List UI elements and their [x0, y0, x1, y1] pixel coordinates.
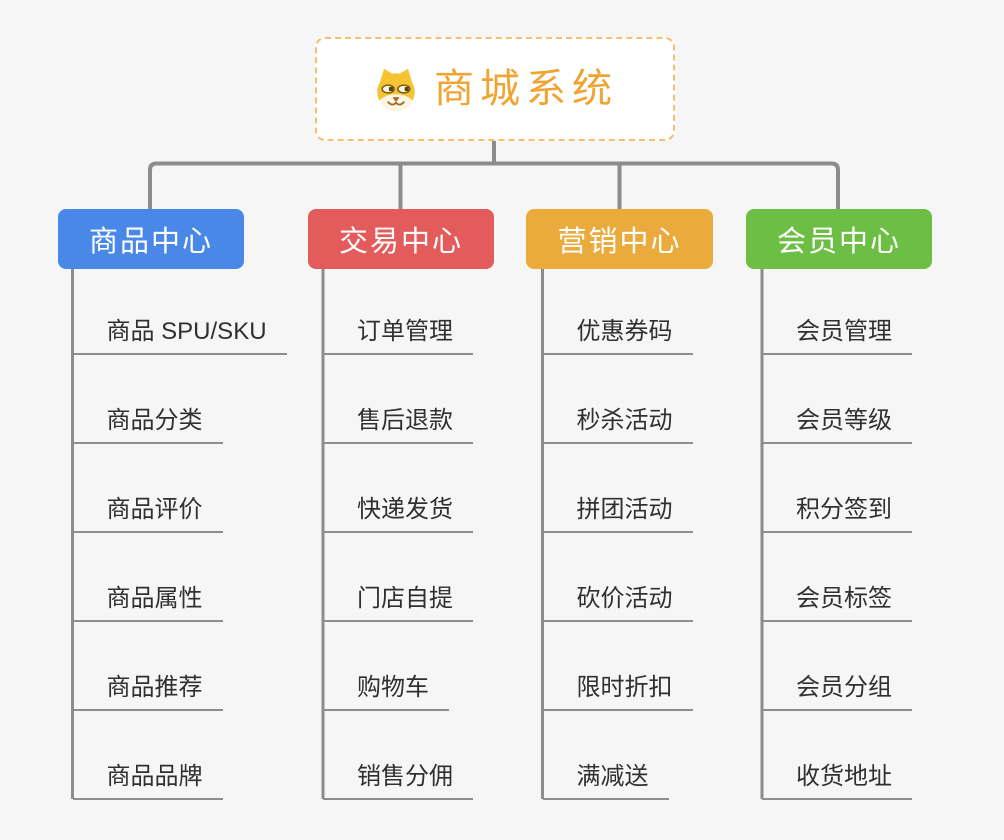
leaf-topic[interactable]: 销售分佣	[323, 760, 473, 800]
branch-topic-trade-center[interactable]: 交易中心	[308, 209, 494, 269]
leaf-topic[interactable]: 限时折扣	[542, 671, 693, 711]
leaf-topic[interactable]: 商品属性	[72, 582, 223, 622]
leaf-topic[interactable]: 商品评价	[72, 493, 223, 533]
leaf-topic[interactable]: 商品品牌	[72, 760, 223, 800]
leaf-topic[interactable]: 收货地址	[762, 760, 912, 800]
leaf-topic[interactable]: 快递发货	[323, 493, 473, 533]
leaf-topic[interactable]: 优惠券码	[542, 315, 693, 355]
root-topic[interactable]: 商城系统	[315, 37, 675, 141]
leaf-topic[interactable]: 满减送	[542, 760, 669, 800]
leaf-topic[interactable]: 商品分类	[72, 404, 223, 444]
leaf-topic[interactable]: 商品推荐	[72, 671, 223, 711]
leaf-topic[interactable]: 订单管理	[323, 315, 473, 355]
root-topic-title: 商城系统	[434, 67, 618, 111]
leaf-topic[interactable]: 拼团活动	[542, 493, 693, 533]
branch-topic-product-center[interactable]: 商品中心	[58, 209, 244, 269]
leaf-topic[interactable]: 会员等级	[762, 404, 912, 444]
leaf-topic[interactable]: 积分签到	[762, 493, 912, 533]
leaf-topic[interactable]: 砍价活动	[542, 582, 693, 622]
leaf-topic[interactable]: 售后退款	[323, 404, 473, 444]
dog-face-icon	[377, 68, 415, 111]
branch-topic-marketing-center[interactable]: 营销中心	[526, 209, 713, 269]
leaf-topic[interactable]: 会员管理	[762, 315, 912, 355]
leaf-topic[interactable]: 购物车	[323, 671, 449, 711]
rail-line	[148, 161, 840, 210]
leaf-topic[interactable]: 商品 SPU/SKU	[72, 315, 287, 355]
branch-topic-member-center[interactable]: 会员中心	[746, 209, 932, 269]
leaf-topic[interactable]: 会员标签	[762, 582, 912, 622]
leaf-topic[interactable]: 秒杀活动	[542, 404, 693, 444]
leaf-topic[interactable]: 门店自提	[323, 582, 473, 622]
leaf-topic[interactable]: 会员分组	[762, 671, 912, 711]
